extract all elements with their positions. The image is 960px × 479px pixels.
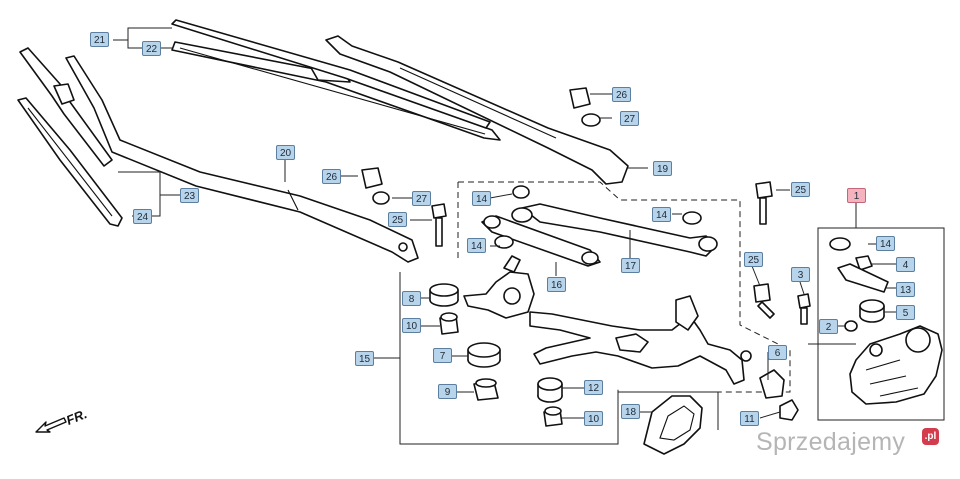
callout-27-top: 27 [620, 111, 639, 126]
callout-22: 22 [142, 41, 161, 56]
grommet-14-b [682, 211, 702, 225]
bushing-6 [759, 369, 785, 399]
callout-21: 21 [90, 32, 109, 47]
linkage-group-outline [457, 181, 791, 393]
callout-11: 11 [740, 411, 759, 426]
nut-4 [855, 255, 873, 271]
callout-9: 9 [438, 384, 457, 399]
callout-23: 23 [180, 188, 199, 203]
callout-1: 1 [847, 188, 866, 203]
motor-group-outline [817, 227, 945, 421]
callout-26-mid: 26 [322, 169, 341, 184]
washer-9 [473, 378, 499, 401]
callout-10-bottom: 10 [584, 411, 603, 426]
cap-2 [844, 320, 858, 332]
callout-25-right-top: 25 [791, 182, 810, 197]
link-rod-16 [481, 215, 601, 267]
bushing-5 [859, 299, 885, 323]
nut-27-top [581, 113, 601, 127]
callout-4: 4 [896, 257, 915, 272]
callout-19: 19 [653, 161, 672, 176]
bolt-25-left [431, 203, 447, 247]
callout-14-b: 14 [652, 207, 671, 222]
bolt-25-right-mid [753, 283, 775, 319]
callout-12: 12 [584, 380, 603, 395]
cap-11 [779, 399, 799, 421]
callout-7: 7 [433, 348, 452, 363]
pivot-assembly [463, 255, 535, 319]
callout-27-mid: 27 [412, 191, 431, 206]
cap-26-top [569, 87, 591, 109]
callout-17: 17 [621, 258, 640, 273]
wiper-motor-1 [849, 325, 943, 405]
callout-5: 5 [896, 305, 915, 320]
watermark-badge: .pl [922, 428, 939, 445]
callout-14-c: 14 [467, 238, 486, 253]
wiper-blade-23 [19, 47, 113, 167]
bushing-8 [429, 283, 459, 307]
wiper-blade-21 [171, 19, 491, 129]
callout-2: 2 [819, 319, 838, 334]
wiper-arm-19 [325, 35, 629, 185]
callout-3: 3 [791, 267, 810, 282]
callout-13: 13 [896, 282, 915, 297]
bushing-12 [537, 377, 563, 403]
collar-10-left [439, 312, 459, 335]
callout-25-right-mid: 25 [744, 252, 763, 267]
wiper-arm-20 [65, 55, 419, 263]
callout-6: 6 [768, 345, 787, 360]
nut-27-mid [372, 191, 390, 205]
front-direction-arrow-icon [35, 417, 67, 433]
callout-10-left: 10 [402, 318, 421, 333]
drive-link-bar [529, 295, 752, 385]
callout-15: 15 [355, 351, 374, 366]
bolt-3 [797, 293, 811, 325]
link-rod-17 [511, 203, 718, 257]
watermark-text: Sprzedajemy [756, 428, 906, 456]
bracket-15 [399, 272, 719, 445]
callout-26-top: 26 [612, 87, 631, 102]
grommet-14-c [494, 235, 514, 249]
callout-14-motor: 14 [876, 236, 895, 251]
callout-14-a: 14 [472, 191, 491, 206]
callout-24: 24 [133, 209, 152, 224]
wiper-blade-24 [17, 97, 123, 227]
callout-8: 8 [402, 291, 421, 306]
collar-10-bottom [543, 406, 563, 427]
callout-20: 20 [276, 145, 295, 160]
bolt-25-right-top [755, 181, 773, 225]
callout-25-left: 25 [388, 212, 407, 227]
grommet-14-a [512, 185, 530, 199]
callout-16: 16 [547, 277, 566, 292]
cap-26-mid [361, 167, 383, 189]
bushing-7 [467, 342, 501, 368]
grommet-14-motor [829, 237, 851, 251]
callout-18: 18 [621, 404, 640, 419]
crank-arm-13 [837, 263, 889, 293]
cover-18 [643, 395, 703, 455]
